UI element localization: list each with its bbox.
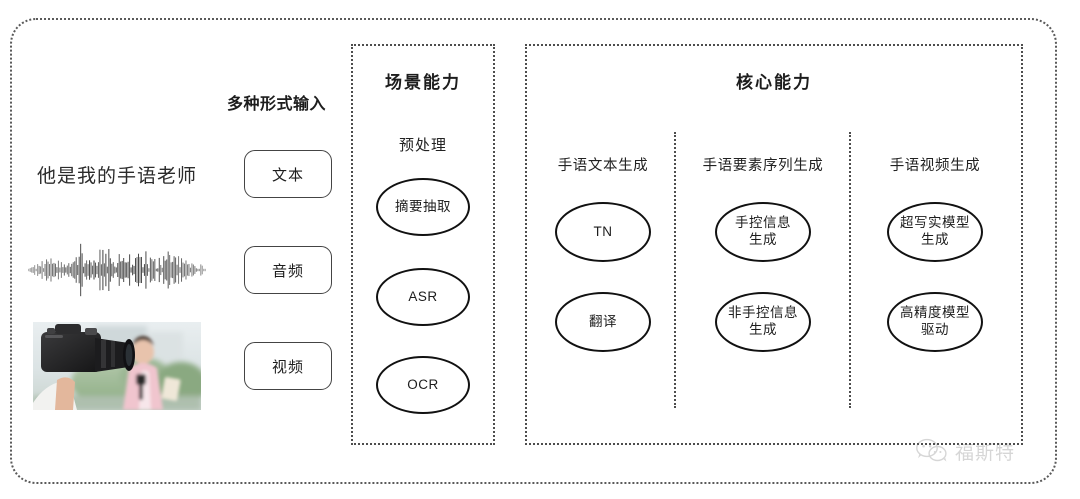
node-asr[interactable]: ASR	[376, 268, 470, 326]
text-sentence: 他是我的手语老师	[36, 165, 197, 187]
node-label: 摘要抽取	[395, 198, 451, 214]
core-column-sign-element-sequence-generation: 手语要素序列生成 手控信息 生成 非手控信息 生成	[677, 132, 849, 432]
node-label-line1: 高精度模型	[900, 305, 970, 321]
node-label-line2: 驱动	[921, 322, 949, 337]
node-summary-extraction[interactable]: 摘要抽取	[376, 178, 470, 236]
node-tn[interactable]: TN	[555, 202, 651, 262]
wechat-icon	[916, 438, 947, 462]
scene-capability-panel: 场景能力 预处理 摘要抽取 ASR OCR	[351, 44, 495, 445]
core-panel-title: 核心能力	[736, 73, 812, 92]
audio-waveform-icon	[28, 243, 206, 297]
text-sentence-cell: 他是我的手语老师	[22, 132, 212, 216]
core-column-heading: 手语要素序列生成	[702, 158, 824, 174]
core-column-divider-2	[849, 132, 851, 408]
node-label-line1: 手控信息	[735, 215, 791, 231]
node-high-precision-model-driving[interactable]: 高精度模型 驱动	[887, 292, 983, 352]
node-label: ASR	[408, 288, 438, 304]
input-row-text: 他是我的手语老师 文本	[22, 132, 332, 216]
core-column-sign-video-generation: 手语视频生成 超写实模型 生成 高精度模型 驱动	[849, 132, 1021, 432]
video-thumbnail	[33, 322, 201, 410]
diagram-outer-frame	[10, 18, 1057, 484]
node-label-line1: 翻译	[589, 313, 617, 329]
input-pill-video[interactable]: 视频	[244, 342, 332, 390]
audio-waveform-cell	[22, 228, 212, 312]
video-thumbnail-cell	[22, 322, 212, 410]
node-ocr[interactable]: OCR	[376, 356, 470, 414]
node-label-line2: 生成	[749, 232, 777, 247]
scene-panel-title: 场景能力	[385, 73, 461, 92]
node-non-manual-info-generation[interactable]: 非手控信息 生成	[715, 292, 811, 352]
input-section: 多种形式输入 他是我的手语老师 文本 音频	[22, 90, 332, 420]
input-pill-text[interactable]: 文本	[244, 150, 332, 198]
core-column-heading: 手语文本生成	[557, 158, 649, 174]
core-column-sign-text-generation: 手语文本生成 TN 翻译	[529, 132, 677, 432]
core-column-divider-1	[674, 132, 676, 408]
watermark: 福斯特	[915, 437, 1015, 465]
node-translation[interactable]: 翻译	[555, 292, 651, 352]
node-label-line2: 生成	[921, 232, 949, 247]
scene-panel-subtitle: 预处理	[398, 137, 447, 154]
input-row-audio: 音频	[22, 228, 332, 312]
node-label-line1: 非手控信息	[728, 305, 798, 321]
input-pill-audio[interactable]: 音频	[244, 246, 332, 294]
node-label: OCR	[407, 376, 439, 392]
node-photorealistic-model-generation[interactable]: 超写实模型 生成	[887, 202, 983, 262]
node-label-line1: TN	[593, 223, 613, 239]
node-label-line1: 超写实模型	[900, 215, 970, 231]
multi-input-label: 多种形式输入	[226, 96, 326, 113]
watermark-text: 福斯特	[955, 442, 1016, 464]
core-capability-panel: 核心能力 手语文本生成 TN 翻译 手语要素序列生成 手控信息 生成 非手控信息…	[525, 44, 1023, 445]
node-label-line2: 生成	[749, 322, 777, 337]
input-row-video: 视频	[22, 322, 332, 410]
node-manual-info-generation[interactable]: 手控信息 生成	[715, 202, 811, 262]
core-column-heading: 手语视频生成	[889, 158, 981, 174]
